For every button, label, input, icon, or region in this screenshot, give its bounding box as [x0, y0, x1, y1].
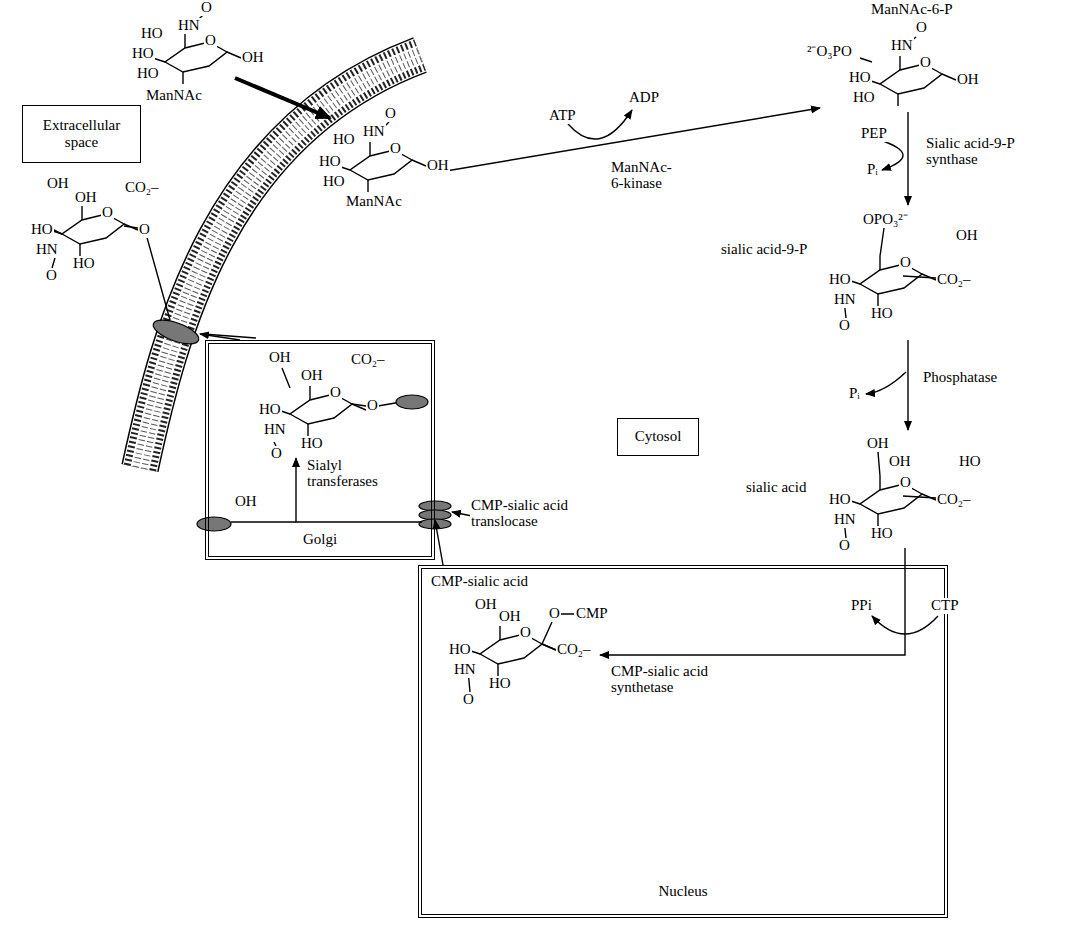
- atom-or-step-label: ManNAc: [345, 194, 403, 210]
- atom-or-step-label: O: [915, 20, 928, 36]
- atom-or-step-label: PPi: [850, 598, 873, 614]
- atom-or-step-label: OH: [300, 368, 324, 384]
- atom-or-step-label: HO: [958, 454, 982, 470]
- atom-or-step-label: HN: [833, 512, 857, 528]
- atom-or-step-label: O: [919, 55, 932, 71]
- atom-or-step-label: HN: [833, 292, 857, 308]
- atom-or-step-label: CO₂–: [936, 492, 972, 508]
- atom-or-step-label: HO: [488, 676, 512, 692]
- atom-or-step-label: CO₂–: [936, 272, 972, 288]
- atom-or-step-label: OH: [955, 228, 979, 244]
- atom-or-step-label: HN: [453, 662, 477, 678]
- atom-or-step-label: OH: [888, 454, 912, 470]
- transport-arrow: [435, 520, 443, 565]
- atom-or-step-label: Pᵢ: [848, 386, 861, 402]
- atom-or-step-label: ²⁻O₃PO: [806, 44, 853, 60]
- atom-or-step-label: OH: [474, 597, 498, 613]
- atom-or-step-label: O: [519, 625, 532, 641]
- atom-or-step-label: CMP-sialic acid translocase: [470, 498, 584, 530]
- atom-or-step-label: HN: [177, 18, 201, 34]
- atom-or-step-label: O: [329, 385, 342, 401]
- box-label: Golgi: [301, 531, 339, 548]
- atom-or-step-label: ManNAc: [145, 88, 203, 104]
- atom-or-step-label: O: [270, 446, 283, 462]
- atom-or-step-label: O: [548, 606, 561, 622]
- atom-or-step-label: HO: [828, 492, 852, 508]
- atom-or-step-label: HO: [322, 174, 346, 190]
- atom-or-step-label: ATP: [548, 108, 577, 124]
- atom-or-step-label: O: [899, 255, 912, 271]
- atom-or-step-label: Phosphatase: [922, 370, 998, 386]
- atom-or-step-label: OPO₃²⁻: [862, 212, 909, 228]
- atom-or-step-label: O: [389, 141, 402, 157]
- atom-or-step-label: HN: [35, 242, 59, 258]
- membrane-protein: [150, 315, 201, 348]
- box-label: Extracellular space: [27, 117, 136, 152]
- atom-or-step-label: O: [200, 0, 213, 16]
- cell-membrane: [140, 55, 420, 468]
- atom-or-step-label: O: [838, 538, 851, 554]
- atom-or-step-label: CMP: [575, 606, 609, 622]
- atom-or-step-label: O: [838, 318, 851, 334]
- atom-or-step-label: OH: [74, 190, 98, 206]
- atom-or-step-label: OH: [956, 72, 980, 88]
- atom-or-step-label: CMP-sialic acid synthetase: [610, 664, 724, 696]
- atom-or-step-label: HO: [258, 402, 282, 418]
- proteins: [197, 395, 451, 531]
- atom-or-step-label: Pᵢ: [866, 162, 879, 178]
- atom-or-step-label: CMP-sialic acid: [430, 574, 529, 590]
- atom-or-step-label: O: [138, 222, 151, 238]
- atom-or-step-label: ManNAc-6-P: [870, 2, 954, 18]
- atom-or-step-label: HO: [332, 132, 356, 148]
- atom-or-step-label: HO: [870, 306, 894, 322]
- bonds: [50, 15, 936, 692]
- atom-or-step-label: HO: [852, 90, 876, 106]
- atom-or-step-label: CTP: [930, 598, 960, 614]
- atom-or-step-label: O: [204, 33, 217, 49]
- atom-or-step-label: OH: [866, 436, 890, 452]
- atom-or-step-label: HO: [848, 70, 872, 86]
- atom-or-step-label: O: [45, 268, 58, 284]
- atom-or-step-label: OH: [426, 158, 450, 174]
- atom-or-step-label: OH: [498, 609, 522, 625]
- atom-or-step-label: O: [101, 205, 114, 221]
- atom-or-step-label: sialic acid-9-P: [720, 242, 808, 258]
- atom-or-step-label: HN: [263, 422, 287, 438]
- atom-or-step-label: HO: [448, 642, 472, 658]
- atom-or-step-label: HO: [136, 66, 160, 82]
- atom-or-step-label: ADP: [628, 90, 660, 106]
- region-box: Extracellular space: [22, 105, 141, 163]
- atom-or-step-label: HO: [318, 154, 342, 170]
- atom-or-step-label: HO: [131, 46, 155, 62]
- atom-or-step-label: CO₂–: [350, 352, 386, 368]
- atom-or-step-label: O: [366, 398, 379, 414]
- atom-or-step-label: CO₂–: [124, 180, 160, 196]
- atom-or-step-label: HO: [300, 436, 324, 452]
- atom-or-step-label: HN: [362, 124, 386, 140]
- atom-or-step-label: ManNAc-6-kinase: [610, 160, 674, 192]
- atom-or-step-label: HO: [828, 272, 852, 288]
- atom-or-step-label: HO: [870, 526, 894, 542]
- region-box: Cytosol: [617, 418, 699, 456]
- atom-or-step-label: OH: [241, 50, 265, 66]
- atom-or-step-label: Sialic acid-9-P synthase: [925, 136, 1031, 168]
- atom-or-step-label: OH: [46, 176, 70, 192]
- atom-or-step-label: O: [384, 106, 397, 122]
- box-label: Cytosol: [633, 428, 684, 445]
- atom-or-step-label: O: [462, 692, 475, 708]
- atom-or-step-label: CO₂–: [556, 642, 592, 658]
- sugar-rings: [50, 34, 956, 676]
- atom-or-step-label: sialic acid: [745, 480, 807, 496]
- atom-or-step-label: HO: [72, 256, 96, 272]
- atom-or-step-label: OH: [268, 350, 292, 366]
- atom-or-step-label: HN: [890, 38, 914, 54]
- atom-or-step-label: OH: [234, 494, 258, 510]
- atom-or-step-label: Sialyl transferases: [306, 458, 398, 490]
- atom-or-step-label: O: [899, 475, 912, 491]
- atom-or-step-label: HO: [30, 222, 54, 238]
- atom-or-step-label: HO: [140, 26, 164, 42]
- atom-or-step-label: PEP: [860, 126, 888, 142]
- box-label: Nucleus: [656, 883, 709, 900]
